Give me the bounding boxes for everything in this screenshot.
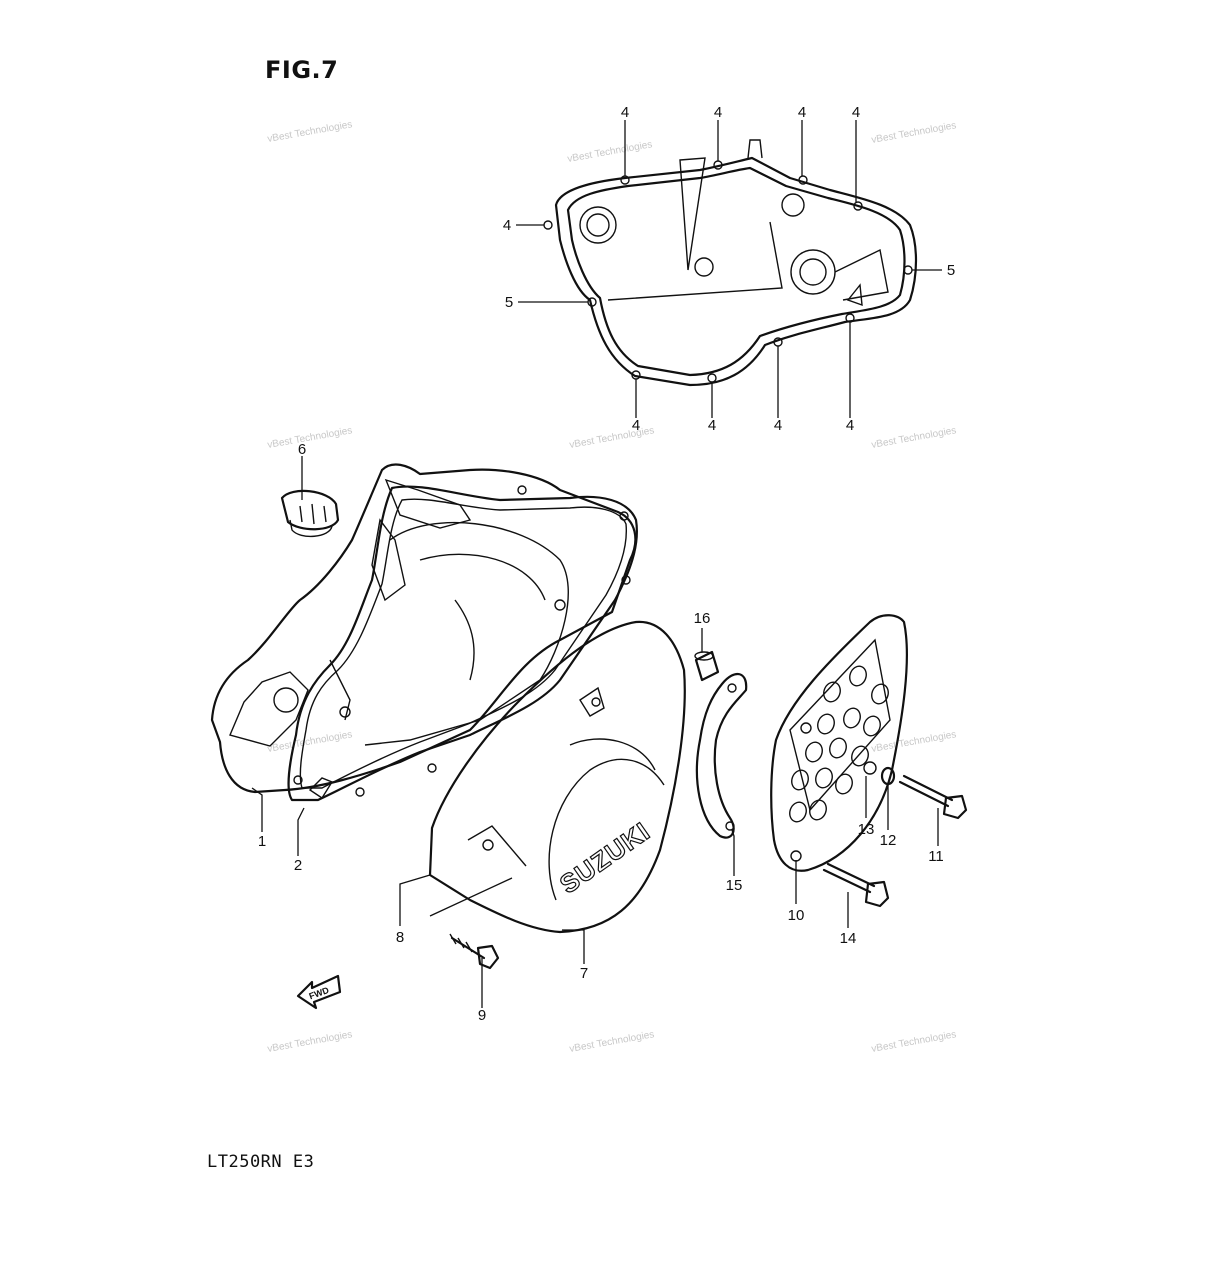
sprocket-cover-bolt-upper: [898, 774, 968, 820]
watermark: vBest Technologies: [569, 425, 656, 451]
dowel-pin: [308, 777, 334, 799]
sprocket-cover: [770, 614, 908, 872]
bushing: [694, 650, 720, 682]
callout-4: 4: [714, 104, 722, 121]
watermark: vBest Technologies: [871, 729, 958, 755]
watermark: vBest Technologies: [871, 120, 958, 146]
callout-5: 5: [505, 294, 513, 311]
sprocket-cover-bolt-lower: [822, 862, 890, 908]
suzuki-logo: SUZUKI: [554, 816, 655, 900]
callout-8: 8: [396, 929, 404, 946]
callout-4: 4: [621, 104, 629, 121]
callout-13: 13: [858, 821, 875, 838]
watermark: vBest Technologies: [267, 425, 354, 451]
crankcase-cover-gasket: [543, 139, 918, 387]
callout-15: 15: [726, 877, 743, 894]
callout-12: 12: [880, 832, 897, 849]
callout-7: 7: [580, 965, 588, 982]
leader-lines: [251, 120, 942, 1008]
watermark: vBest Technologies: [871, 1029, 958, 1055]
sprocket-cover-gasket: [695, 673, 748, 839]
forward-arrow-icon: FWD: [296, 974, 342, 1010]
watermark: vBest Technologies: [267, 119, 354, 145]
model-label: LT250RN E3: [207, 1152, 315, 1172]
callout-11: 11: [928, 848, 944, 865]
callout-4: 4: [852, 104, 860, 121]
watermark: vBest Technologies: [267, 729, 354, 755]
cover-screw: [449, 933, 500, 970]
callout-10: 10: [788, 907, 805, 924]
callout-numbers: 4 4 4 4 4 5 5 4 4 4 4 6 16 1 2 8 7 9 15 …: [258, 104, 955, 1024]
callout-14: 14: [840, 930, 857, 947]
callout-5: 5: [947, 262, 955, 279]
magneto-cover: SUZUKI: [428, 620, 686, 934]
callout-16: 16: [694, 610, 711, 627]
watermark: vBest Technologies: [871, 425, 958, 451]
callout-4: 4: [632, 417, 640, 434]
callout-9: 9: [478, 1007, 486, 1024]
crankcase-gasket: [287, 485, 638, 802]
watermark: vBest Technologies: [267, 1029, 354, 1055]
figure-title: FIG.7: [265, 56, 339, 84]
callout-6: 6: [298, 441, 306, 458]
callout-1: 1: [258, 833, 266, 850]
oil-filler-plug: [280, 489, 340, 537]
callout-2: 2: [294, 857, 302, 874]
watermark: vBest Technologies: [569, 1029, 656, 1055]
callout-4: 4: [774, 417, 782, 434]
callout-4: 4: [846, 417, 854, 434]
crankcase-cover: [210, 463, 637, 794]
watermark: vBest Technologies: [567, 139, 654, 165]
callout-4: 4: [708, 417, 716, 434]
callout-4: 4: [503, 217, 511, 234]
callout-4: 4: [798, 104, 806, 121]
